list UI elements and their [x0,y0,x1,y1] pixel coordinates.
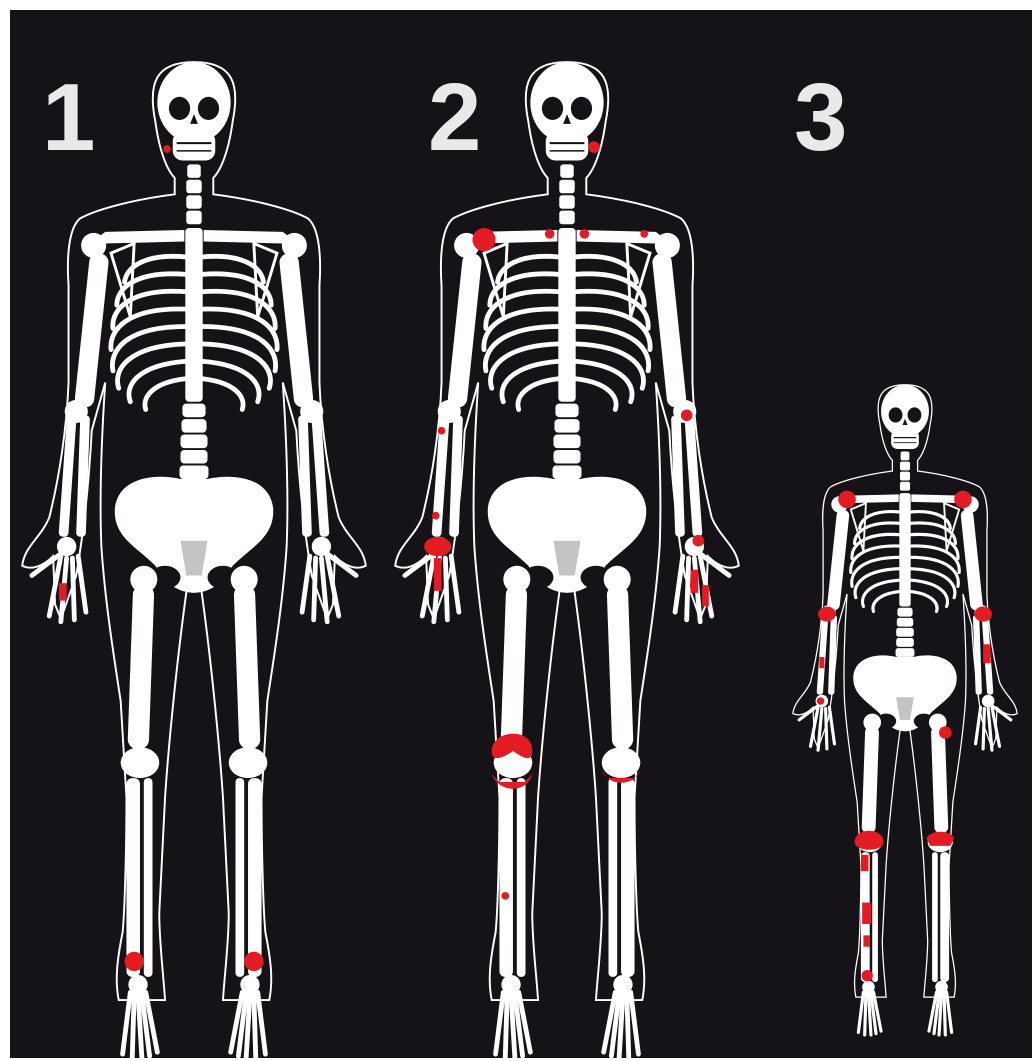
lesion-right-tibia-upper [861,855,869,871]
lesion-jaw [588,141,600,153]
lesion-left-shoulder [640,230,648,238]
lesion-right-wrist [817,697,825,705]
lesion-right-wrist [424,537,451,556]
lesion-right-forearm-lower [432,512,440,520]
lesion-right-elbow [818,607,836,622]
skeleton-2 [395,62,739,1058]
lesion-right-tibia-lower [863,935,869,946]
lesion-left-wrist [692,535,704,547]
lesion-right-shoulder [472,228,495,251]
lesion-right-shoulder [838,491,856,509]
lesion-left-hip [939,726,952,739]
lesion-left-finger [702,585,709,606]
lesion-left-elbow [681,409,693,421]
lesion-left-shoulder [954,491,972,509]
lesion-clavicle-left [580,229,590,239]
lesion-right-hand [434,558,442,591]
lesion-jaw [163,145,171,153]
lesion-left-ankle [125,952,144,971]
lesion-right-tibia [501,892,509,900]
skeleton-1 [22,62,366,1058]
lesion-right-forearm [819,657,824,668]
lesion-left-hand [691,570,699,593]
lesion-right-tibia-mid [862,903,871,924]
lesion-right-forearm [438,427,446,435]
lesion-right-ankle [862,970,873,981]
lesion-right-ankle [244,952,263,971]
lesion-hand [59,583,67,600]
skeleton-3 [793,385,1017,1035]
lesion-left-knee [926,832,954,846]
lesion-left-forearm [983,644,991,663]
lesion-left-elbow [974,607,992,622]
lesion-clavicle-right [545,229,555,239]
